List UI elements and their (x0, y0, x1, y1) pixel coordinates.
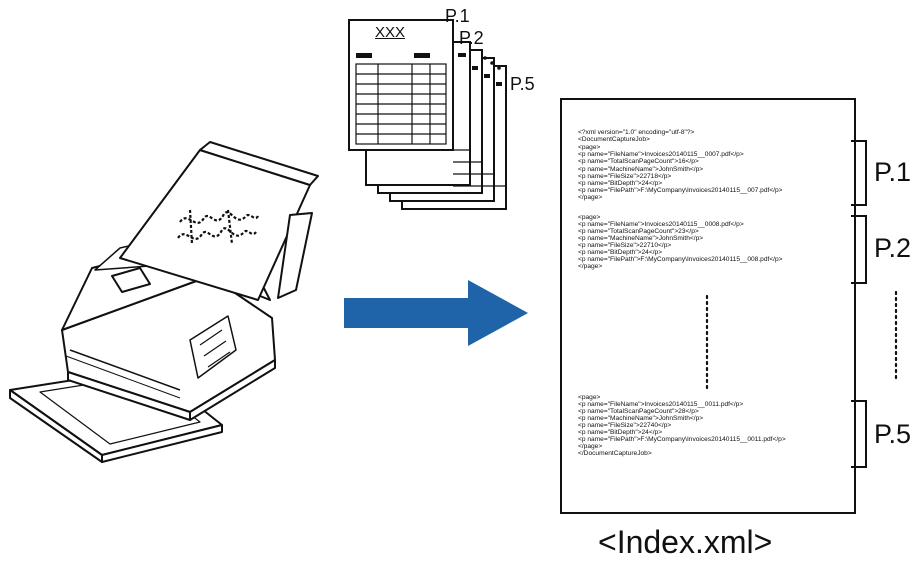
xml-line: <p name="MachineName">JohnSmith</p> (578, 415, 704, 422)
xml-line: <page> (578, 144, 601, 151)
xml-line: <p name="FilePath">F:\MyCompany\Invoices… (578, 187, 783, 194)
stack-title: XXX (375, 24, 406, 41)
xml-line: <DocumentCaptureJob> (578, 136, 650, 143)
xml-line: <p name="BitDepth">24</p> (578, 180, 663, 187)
xml-line: </page> (578, 194, 603, 201)
xml-line: </DocumentCaptureJob> (578, 450, 652, 457)
xml-line: <p name="BitDepth">24</p> (578, 249, 663, 256)
xml-line: <p name="FilePath">F:\MyCompany\Invoices… (578, 256, 783, 263)
stack-label-last: P.5 (510, 74, 535, 94)
xml-line: <p name="FileName">Invoices20140115__001… (578, 401, 744, 408)
xml-line: <p name="MachineName">JohnSmith</p> (578, 235, 704, 242)
xml-line: <page> (578, 214, 601, 221)
stack-label-second: P.2 (459, 28, 484, 48)
xml-line: <p name="TotalScanPageCount">23</p> (578, 228, 699, 235)
xml-line: <p name="FileName">Invoices20140115__000… (578, 221, 744, 228)
bracket-label-p2: P.2 (874, 233, 912, 263)
xml-line: <p name="TotalScanPageCount">16</p> (578, 158, 699, 165)
xml-line: <p name="FileSize">22718</p> (578, 173, 672, 180)
xml-line: <page> (578, 394, 601, 401)
xml-line: <p name="FileName">Invoices20140115__000… (578, 151, 744, 158)
bracket-label-p1: P.1 (874, 157, 912, 187)
xml-line: </page> (578, 263, 603, 270)
xml-line: <p name="BitDepth">24</p> (578, 429, 663, 436)
stack-label-first: P.1 (445, 6, 470, 26)
xml-line: <p name="FileSize">22740</p> (578, 422, 672, 429)
xml-line: <p name="FilePath">F:\MyCompany\Invoices… (578, 436, 786, 443)
xml-line: </page> (578, 443, 603, 450)
xml-document (560, 98, 856, 514)
xml-line: <p name="MachineName">JohnSmith</p> (578, 166, 704, 173)
bracket-label-p5: P.5 (874, 419, 912, 449)
file-caption: <Index.xml> (598, 524, 773, 560)
xml-line: <p name="FileSize">22710</p> (578, 242, 672, 249)
xml-line: <p name="TotalScanPageCount">28</p> (578, 408, 699, 415)
xml-line: <?xml version="1.0" encoding="utf-8"?> (578, 129, 695, 136)
